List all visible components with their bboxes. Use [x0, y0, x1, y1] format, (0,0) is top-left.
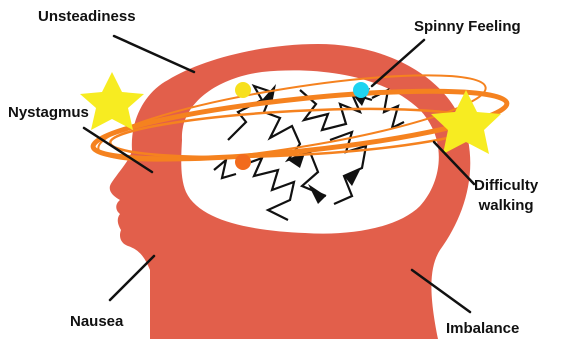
label-unsteadiness: Unsteadiness [38, 8, 136, 26]
leader-line-nausea [110, 256, 154, 300]
label-imbalance: Imbalance [446, 320, 519, 338]
label-difficulty-walking: Difficulty walking [474, 176, 538, 216]
cyan-dot [353, 82, 369, 98]
orange-dot [235, 154, 251, 170]
leader-line-unsteadiness [114, 36, 194, 72]
label-difficulty-walking-line1: Difficulty [474, 176, 538, 196]
star-icon [80, 72, 144, 130]
yellow-dot [235, 82, 251, 98]
label-difficulty-walking-line2: walking [474, 196, 538, 216]
label-nausea: Nausea [70, 313, 123, 331]
label-spinny-feeling: Spinny Feeling [414, 18, 521, 36]
label-nystagmus: Nystagmus [8, 104, 89, 122]
